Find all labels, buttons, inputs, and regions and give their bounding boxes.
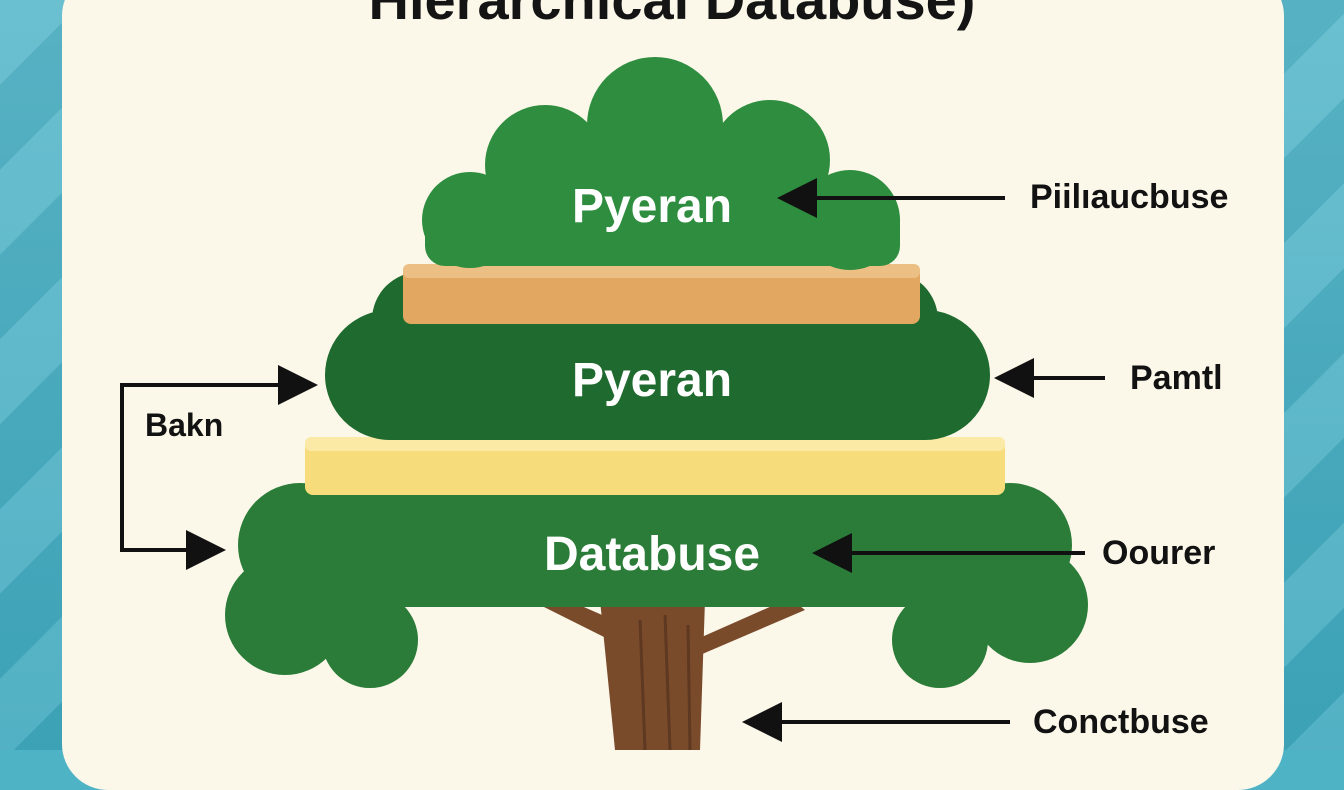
layer-label-middle: Pyeran: [572, 354, 732, 407]
layer-label-top: Pyeran: [572, 180, 732, 233]
foliage-layer-top: [422, 57, 900, 270]
side-label-top: Piilıaucbuse: [1030, 178, 1229, 216]
layer-label-bottom: Databuse: [544, 528, 760, 581]
side-label-left: Bakn: [145, 407, 224, 443]
band-upper: [403, 264, 920, 324]
left-bracket-arrow: [120, 365, 318, 570]
diagram-title: Hierarchical Databuse): [0, 0, 1344, 30]
band-lower: [305, 437, 1005, 495]
side-label-middle: Pamtl: [1130, 359, 1223, 397]
side-label-bottom: Conctbuse: [1033, 703, 1209, 741]
tree-diagram: Pyeran Pyeran Databuse: [120, 57, 1105, 750]
side-label-lower: Oourer: [1102, 534, 1216, 572]
tree-trunk: [530, 590, 805, 750]
